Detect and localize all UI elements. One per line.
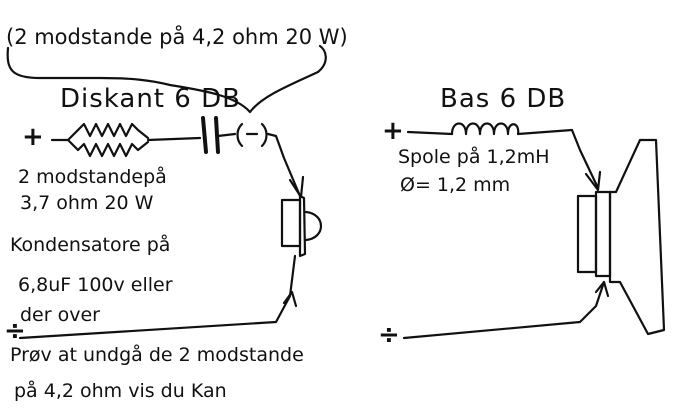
tweeter-input-lead bbox=[50, 128, 80, 152]
tweeter-plus: + bbox=[22, 122, 44, 152]
arrow-head-return bbox=[282, 290, 298, 308]
capacitor-plate-right bbox=[214, 116, 220, 154]
tweeter-body bbox=[280, 198, 302, 248]
tweeter-title: Diskant 6 DB bbox=[60, 84, 241, 114]
tip-line1: Prøv at undgå de 2 modstande bbox=[10, 344, 304, 366]
tweeter-front bbox=[298, 194, 307, 258]
resistor-note-line2: 3,7 ohm 20 W bbox=[20, 192, 154, 214]
resistor-lower bbox=[76, 140, 150, 158]
arrow-head-woofer bbox=[584, 170, 602, 192]
wire-to-woofer bbox=[516, 128, 600, 190]
tweeter-minus: ÷ bbox=[4, 316, 26, 346]
woofer-minus: ÷ bbox=[378, 320, 400, 350]
woofer-return-wire bbox=[402, 280, 606, 340]
woofer-cone bbox=[608, 138, 666, 336]
woofer-magnet bbox=[576, 194, 598, 274]
coil-note-line1: Spole på 1,2mH bbox=[398, 146, 550, 168]
woofer-title: Bas 6 DB bbox=[440, 84, 567, 114]
tip-line2: på 4,2 ohm vis du Kan bbox=[14, 380, 227, 402]
capacitor-note-line2: 6,8uF 100v eller bbox=[18, 274, 173, 296]
optional-marker-left bbox=[236, 122, 244, 148]
woofer-input-lead bbox=[406, 130, 454, 136]
capacitor-note-line1: Kondensatore på bbox=[10, 234, 171, 256]
tweeter-dome bbox=[304, 210, 322, 242]
coil bbox=[450, 122, 520, 136]
tweeter-return-wire bbox=[18, 254, 297, 340]
optional-marker-right bbox=[260, 122, 268, 148]
top-note: (2 modstande på 4,2 ohm 20 W) bbox=[6, 25, 348, 49]
capacitor-plate-left bbox=[201, 116, 208, 154]
woofer-plate bbox=[594, 190, 612, 278]
woofer-plus: + bbox=[382, 116, 404, 146]
wire-after-capacitor bbox=[216, 132, 237, 138]
top-note-brace bbox=[6, 44, 327, 114]
resistor-upper bbox=[76, 122, 150, 140]
wire-to-tweeter bbox=[266, 132, 302, 198]
wire-to-capacitor bbox=[146, 136, 202, 142]
coil-note-line2: Ø= 1,2 mm bbox=[400, 174, 511, 196]
capacitor-note-line3: der over bbox=[20, 304, 100, 326]
arrow-head-woofer-return bbox=[594, 280, 610, 298]
resistor-note-line1: 2 modstandepå bbox=[18, 166, 167, 188]
